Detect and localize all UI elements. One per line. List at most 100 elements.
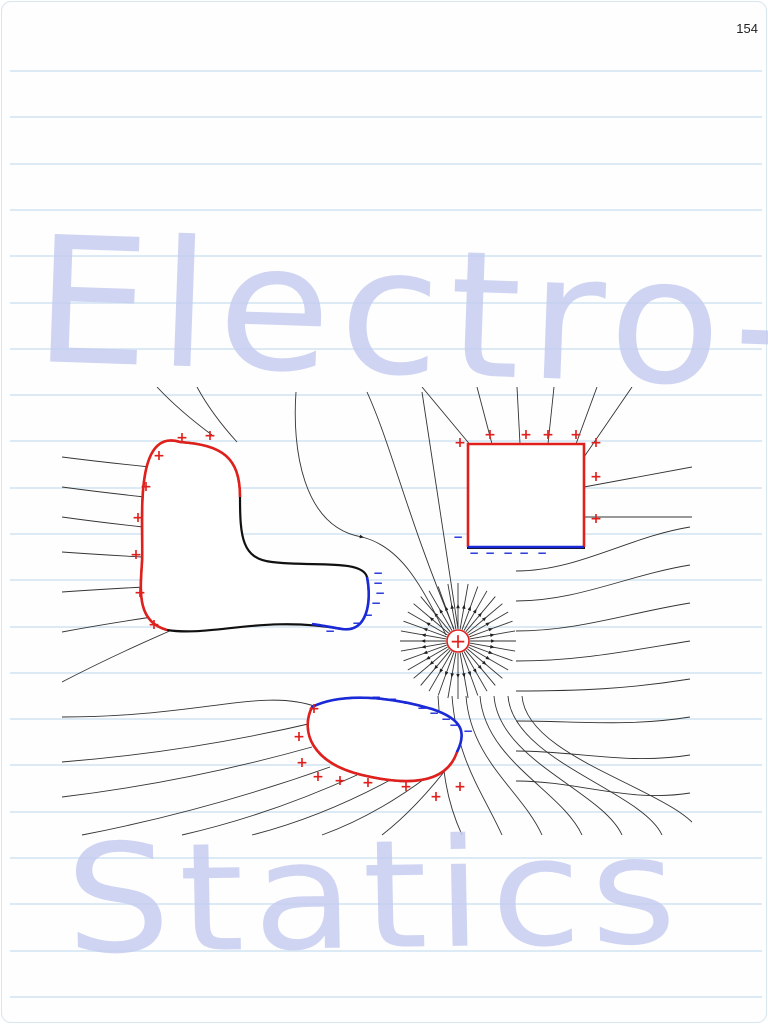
- field-line: [493, 695, 623, 836]
- ruled-line: [10, 348, 762, 350]
- field-line: [421, 387, 473, 448]
- electrostatics-field-diagram: + ++++++++−−−−−−−−+++++++++−−−−−−−−−++++…: [62, 387, 692, 836]
- field-line: [451, 695, 503, 836]
- field-line: [469, 620, 513, 638]
- field-line: [62, 629, 173, 683]
- field-line: [466, 603, 503, 634]
- field-line: [507, 695, 663, 836]
- l-conductor-negative-edge: [311, 576, 371, 631]
- positive-charge-sign: +: [132, 510, 144, 526]
- negative-charge-sign: −: [371, 596, 381, 610]
- positive-charge-sign: +: [430, 789, 442, 805]
- field-line: [479, 695, 583, 836]
- field-line: [251, 778, 393, 836]
- field-line: [515, 564, 691, 602]
- field-line: [516, 387, 521, 445]
- field-line: [469, 642, 516, 652]
- field-line: [62, 721, 318, 763]
- field-line: [62, 551, 143, 558]
- positive-charge-sign: +: [362, 775, 374, 791]
- ruled-line: [10, 996, 762, 998]
- positive-charge-sign: +: [590, 435, 602, 451]
- field-line: [463, 590, 488, 631]
- field-line: [515, 716, 691, 724]
- field-line: [469, 644, 513, 662]
- field-line: [400, 630, 447, 640]
- positive-charge-sign: +: [454, 779, 466, 795]
- positive-charge-sign: +: [204, 428, 216, 444]
- negative-charge-sign: −: [441, 712, 451, 726]
- negative-charge-sign: −: [353, 691, 363, 705]
- positive-charge-sign: +: [130, 547, 142, 563]
- positive-charge-sign: +: [484, 427, 496, 443]
- point-charge-sign: +: [450, 629, 467, 653]
- ruled-line: [10, 70, 762, 72]
- positive-charge-sign: +: [590, 469, 602, 485]
- positive-charge-sign: +: [520, 427, 532, 443]
- field-line: [62, 616, 153, 633]
- field-line: [428, 590, 453, 631]
- rectangular-conductor: [467, 443, 585, 549]
- negative-charge-sign: −: [373, 566, 383, 580]
- negative-charge-sign: −: [463, 724, 473, 738]
- negative-charge-sign: −: [371, 690, 381, 704]
- field-line: [465, 649, 496, 686]
- negative-charge-sign: −: [417, 701, 427, 715]
- field-line: [294, 391, 447, 636]
- field-line: [465, 596, 496, 633]
- field-line: [583, 387, 633, 458]
- positive-charge-sign: +: [148, 617, 160, 633]
- field-line: [321, 776, 428, 836]
- field-line: [403, 644, 447, 662]
- field-line: [466, 648, 503, 679]
- negative-charge-sign: −: [403, 696, 413, 710]
- l-conductor-positive-edge: [139, 439, 242, 632]
- field-line: [400, 642, 447, 652]
- rect-conductor-positive-edge: [466, 442, 586, 547]
- field-line: [575, 387, 598, 445]
- field-line: [156, 387, 213, 436]
- field-line: [62, 586, 145, 593]
- field-line: [521, 695, 692, 823]
- field-line: [461, 652, 479, 696]
- negative-charge-sign: −: [339, 622, 349, 636]
- positive-charge-sign: +: [176, 430, 188, 446]
- positive-charge-sign: +: [308, 701, 320, 717]
- field-line: [366, 391, 455, 630]
- positive-charge-sign: +: [312, 769, 324, 785]
- field-line: [547, 387, 555, 445]
- positive-charge-sign: +: [400, 779, 412, 795]
- field-line: [407, 646, 448, 671]
- field-line: [515, 750, 691, 760]
- positive-charge-sign: +: [293, 729, 305, 745]
- field-line: [62, 746, 313, 798]
- negative-charge-sign: −: [325, 624, 335, 638]
- ruled-line: [10, 533, 762, 535]
- positive-charge-sign: +: [454, 435, 466, 451]
- negative-charge-sign: −: [453, 530, 463, 544]
- ruled-line: [10, 163, 762, 165]
- ruled-line: [10, 672, 762, 674]
- field-line: [468, 611, 509, 636]
- negative-charge-sign: −: [387, 692, 397, 706]
- field-line: [465, 695, 543, 836]
- negative-charge-sign: −: [537, 546, 547, 560]
- ruled-line: [10, 579, 762, 581]
- l-shaped-conductor: [139, 439, 370, 633]
- ruled-line: [10, 857, 762, 859]
- point-charge: [446, 629, 470, 653]
- field-lines: [62, 387, 692, 836]
- negative-charge-sign: −: [519, 546, 529, 560]
- ruled-line: [10, 811, 762, 813]
- ruled-line: [10, 626, 762, 628]
- negative-charge-sign: −: [429, 706, 439, 720]
- positive-charge-sign: +: [542, 427, 554, 443]
- positive-charge-sign: +: [140, 479, 152, 495]
- charge-signs: ++++++++−−−−−−−−+++++++++−−−−−−−−−++++++…: [130, 427, 602, 805]
- field-line: [437, 652, 455, 696]
- field-line: [515, 640, 691, 662]
- negative-charge-sign: −: [449, 718, 459, 732]
- field-line: [421, 391, 459, 630]
- field-line: [515, 526, 691, 572]
